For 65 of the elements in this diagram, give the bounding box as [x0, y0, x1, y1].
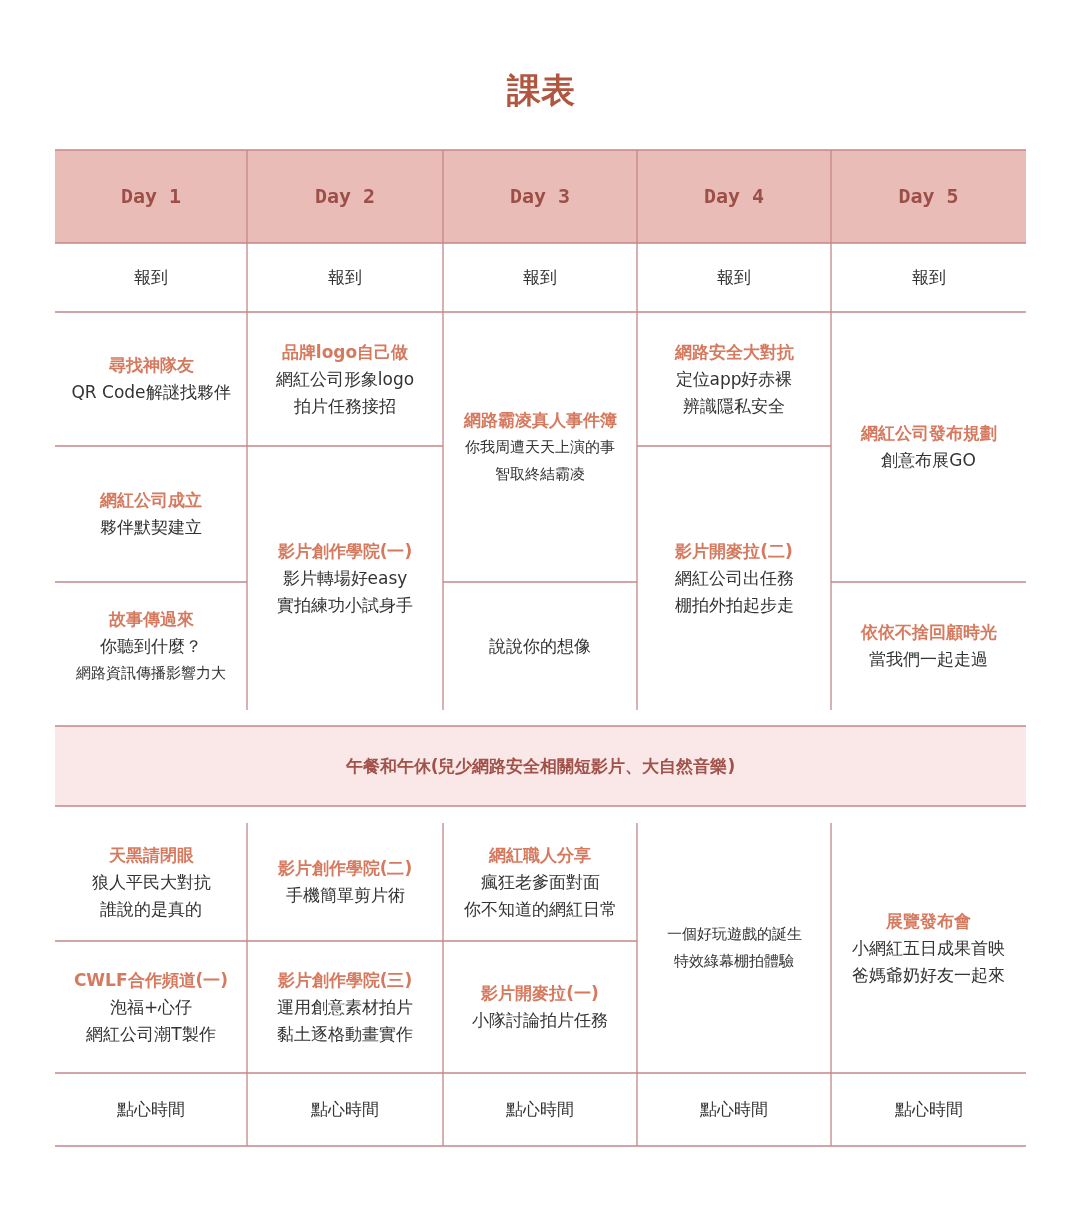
session-title: 影片創作學院(三) [277, 968, 413, 992]
session-description: 一個好玩遊戲的誕生 [666, 924, 802, 945]
session-description: 泡福+心仔 [109, 995, 193, 1019]
snack-time-text: 點心時間 [894, 1098, 963, 1121]
session-title: 影片開麥拉(一) [481, 982, 599, 1005]
session-description: 運用創意素材拍片 [277, 995, 413, 1019]
session-title: 故事傳過來 [108, 607, 194, 631]
session-description: 瘋狂老爹面對面 [480, 870, 600, 894]
session-title: 依依不捨回顧時光 [860, 621, 997, 644]
session-description: 影片轉場好easy [282, 566, 408, 590]
session-description: 辨識隱私安全 [683, 394, 785, 418]
session-description: 黏土逐格動畫實作 [277, 1022, 413, 1046]
day-header: Day 5 [898, 183, 959, 210]
day-header: Day 2 [314, 183, 376, 210]
check-in-text: 報到 [523, 266, 557, 289]
session-description: 夥伴默契建立 [100, 516, 202, 539]
check-in-text: 報到 [328, 266, 362, 289]
session-description: 網紅公司形象logo [275, 367, 415, 391]
session-title: 影片創作學院(二) [277, 857, 413, 880]
snack-time-text: 點心時間 [117, 1098, 185, 1121]
session-description: 網紅公司出任務 [674, 566, 794, 590]
session-title: 網紅公司發布規劃 [860, 422, 997, 445]
snack-time-text: 點心時間 [506, 1098, 574, 1121]
session-description: 爸媽爺奶好友一起來 [852, 963, 1005, 987]
title: 課表 [505, 69, 576, 112]
session-title: 網路霸凌真人事件簿 [463, 408, 617, 432]
session-description: 小網紅五日成果首映 [852, 936, 1005, 960]
session-title: 網紅職人分享 [489, 843, 591, 867]
session-description: 小隊討論拍片任務 [472, 1009, 608, 1032]
check-in-text: 報到 [911, 266, 946, 289]
snack-time-text: 點心時間 [700, 1098, 768, 1121]
session-description: 網紅公司潮T製作 [86, 1022, 216, 1046]
session-description: 當我們一起走過 [869, 648, 988, 671]
session-description: 狼人平民大對抗 [91, 870, 211, 894]
session-description: 網路資訊傳播影響力大 [76, 662, 226, 684]
session-description: 手機簡單剪片術 [285, 884, 405, 907]
day-header: Day 3 [509, 183, 571, 210]
session-description: 說說你的想像 [489, 634, 591, 658]
check-in-text: 報到 [717, 266, 751, 289]
session-title: 天黑請閉眼 [108, 843, 194, 867]
session-description: 拍片任務接招 [294, 394, 396, 418]
session-description: 創意布展GO [881, 449, 976, 472]
session-description: 你聽到什麼？ [100, 634, 202, 658]
session-title: 影片創作學院(一) [277, 539, 413, 563]
day-header: Day 1 [120, 183, 182, 210]
session-title: 影片開麥拉(二) [675, 539, 793, 563]
session-title: 網紅公司成立 [100, 489, 202, 512]
session-title: 品牌logo自己做 [281, 340, 409, 364]
session-description: 你不知道的網紅日常 [463, 897, 617, 921]
session-description: 智取終結霸凌 [495, 463, 585, 485]
session-description: 實拍練功小試身手 [277, 593, 413, 617]
check-in-text: 報到 [134, 266, 168, 289]
session-description: 誰說的是真的 [100, 897, 202, 921]
session-description: 棚拍外拍起步走 [674, 593, 794, 617]
session-description: 你我周遭天天上演的事 [465, 436, 615, 458]
session-title: 尋找神隊友 [108, 354, 194, 377]
day-header: Day 4 [703, 183, 765, 210]
session-title: 網路安全大對抗 [674, 340, 794, 364]
session-description: 定位app好赤裸 [675, 367, 793, 391]
session-title: CWLF合作頻道(一) [73, 968, 229, 992]
snack-time-text: 點心時間 [311, 1098, 379, 1121]
session-description: 特效綠幕棚拍體驗 [674, 951, 794, 972]
session-description: QR Code解謎找夥伴 [71, 381, 231, 404]
session-title: 展覽發布會 [886, 909, 971, 933]
lunch-break-text: 午餐和午休(兒少網路安全相關短影片、大自然音樂) [345, 754, 736, 778]
